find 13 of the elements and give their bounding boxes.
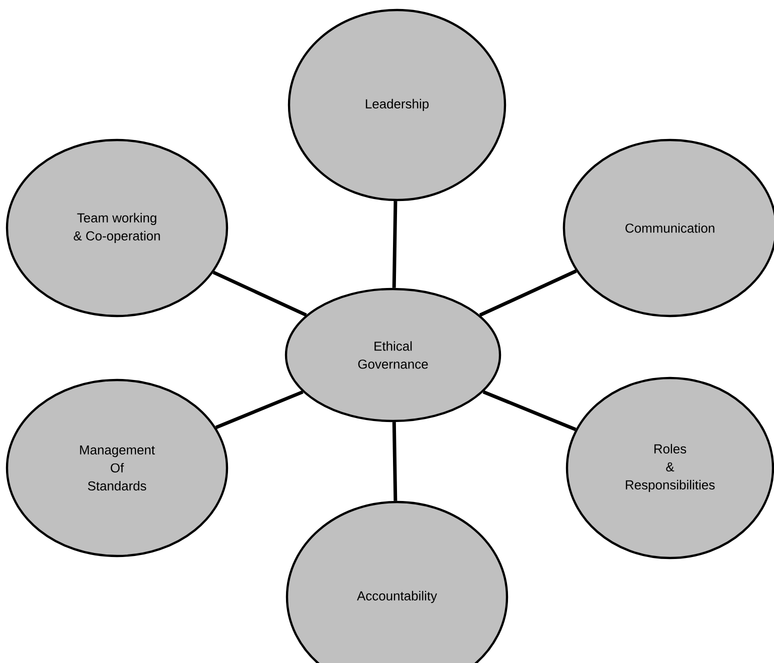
ellipse-node: Ethical Governance [284,288,502,422]
connector-line [212,270,307,317]
connector-line [479,269,577,317]
connector-line [482,390,576,432]
connector-line [392,422,398,501]
connector-line [392,201,398,288]
ellipse-node: Team working & Co-operation [6,138,228,318]
ellipse-node: Management Of Standards [6,378,228,558]
ellipse-node: Roles & Responsibilities [566,376,774,560]
ellipse-node: Accountability [286,500,508,663]
ellipse-node: Communication [562,138,774,318]
connector-line [215,390,304,430]
ellipse-node: Leadership [288,8,506,202]
